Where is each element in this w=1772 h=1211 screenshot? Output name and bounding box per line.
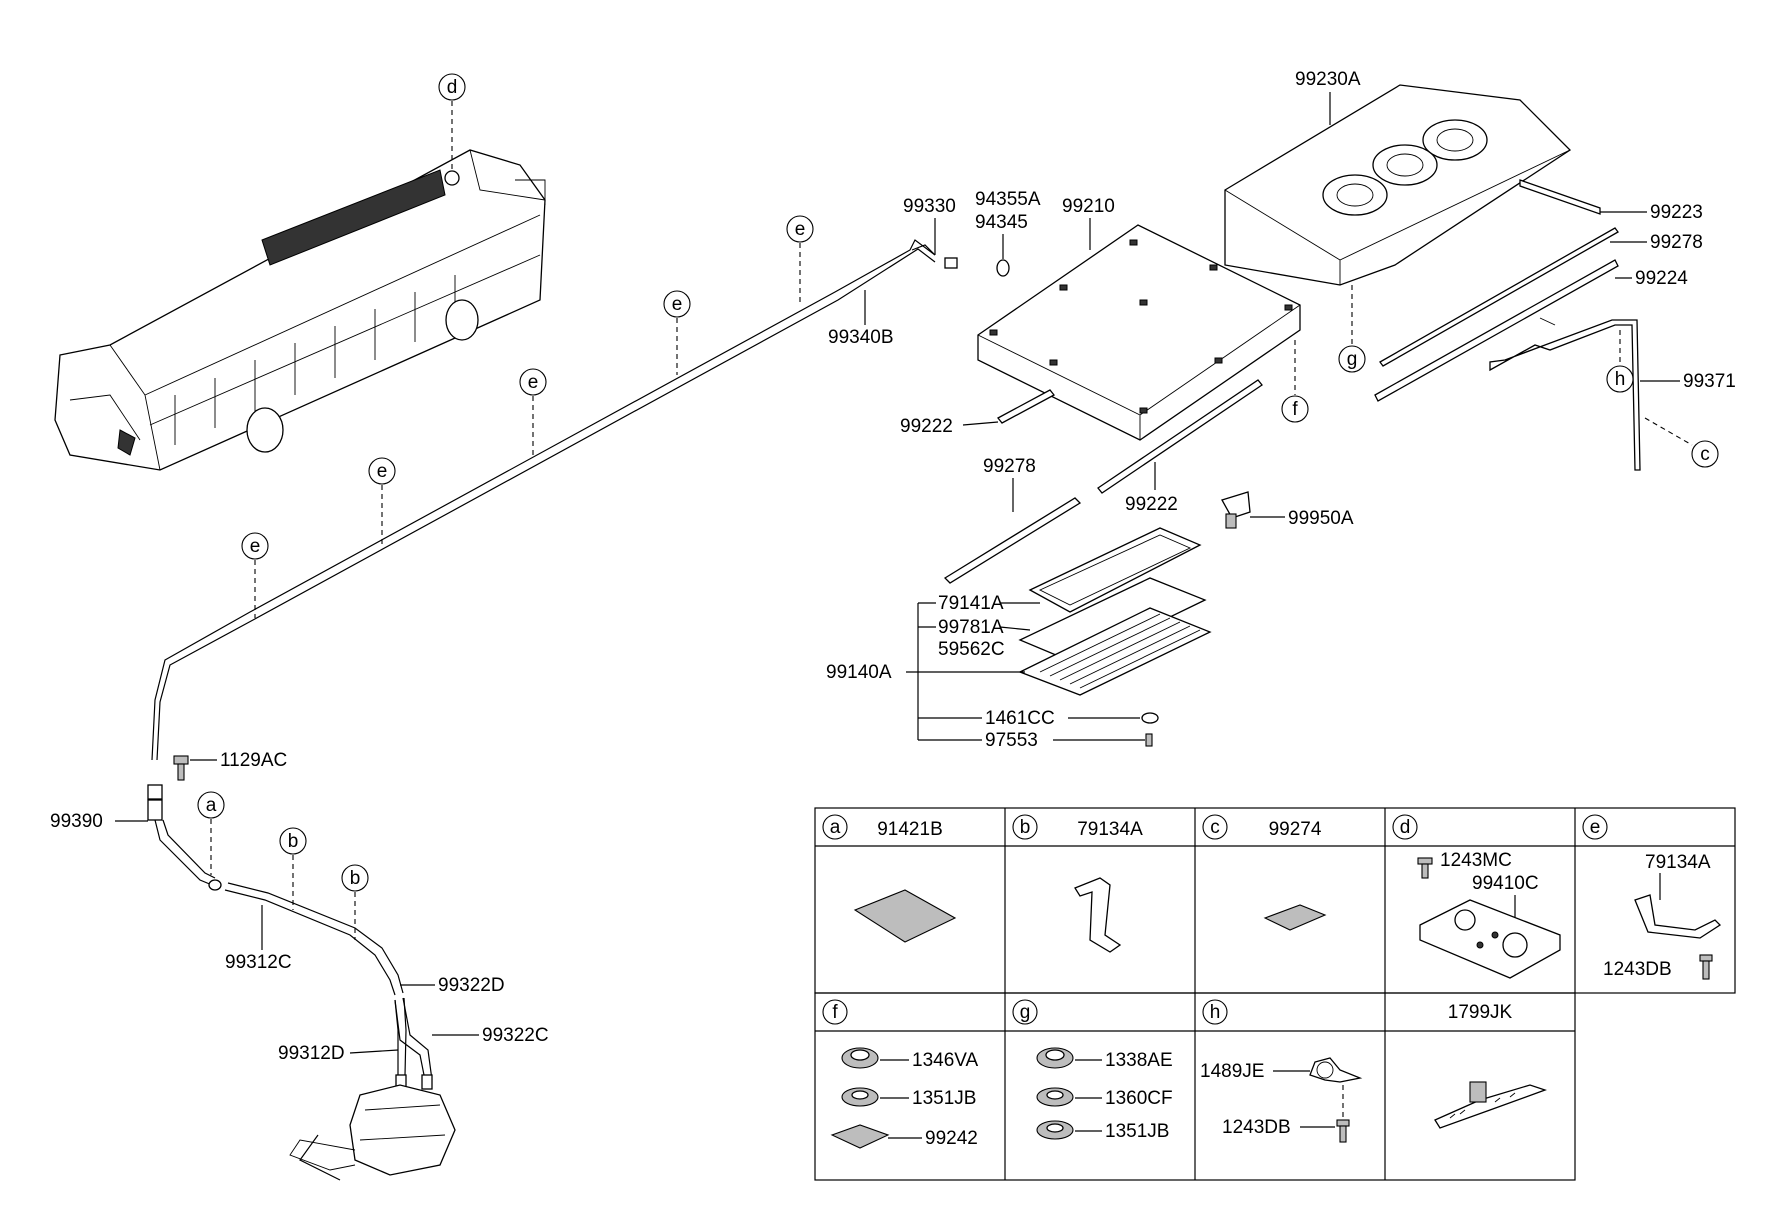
svg-text:g: g: [1347, 349, 1358, 370]
svg-text:b: b: [350, 868, 361, 889]
label-99322D: 99322D: [438, 975, 505, 996]
legend-cell-h: h 1489JE 1243DB: [1200, 999, 1363, 1143]
label-99210: 99210: [1062, 196, 1115, 217]
legend-cell-e: e 79134A 1243DB: [1582, 814, 1722, 980]
svg-text:a: a: [206, 795, 217, 816]
svg-text:99410C: 99410C: [1472, 873, 1539, 894]
label-94345: 94345: [975, 212, 1028, 233]
ref-g: [1338, 345, 1366, 373]
svg-text:1799JK: 1799JK: [1448, 1002, 1513, 1023]
svg-text:79134A: 79134A: [1077, 819, 1143, 840]
label-99223: 99223: [1650, 202, 1703, 223]
label-99224: 99224: [1635, 268, 1688, 289]
svg-text:1243DB: 1243DB: [1222, 1117, 1291, 1138]
svg-text:e: e: [250, 536, 261, 557]
label-1461CC: 1461CC: [985, 708, 1055, 729]
svg-text:1243DB: 1243DB: [1603, 959, 1672, 980]
svg-text:99242: 99242: [925, 1128, 978, 1149]
ref-c: [1691, 440, 1719, 468]
refrigerant-pipe: [151, 239, 958, 761]
svg-text:e: e: [1590, 817, 1601, 838]
ref-b-2: [341, 864, 369, 892]
legend-table: [814, 807, 1736, 1181]
label-99278-top: 99278: [1650, 232, 1703, 253]
label-99371: 99371: [1683, 371, 1736, 392]
label-79141A: 79141A: [938, 593, 1004, 614]
legend-cell-f: f 1346VA 1351JB 99242: [822, 999, 979, 1149]
svg-text:99274: 99274: [1269, 819, 1322, 840]
label-99340B: 99340B: [828, 327, 894, 348]
svg-text:1489JE: 1489JE: [1200, 1061, 1264, 1082]
label-59562C: 59562C: [938, 639, 1005, 660]
svg-text:h: h: [1210, 1002, 1221, 1023]
svg-text:1346VA: 1346VA: [912, 1050, 979, 1071]
legend-cell-c: c 99274: [1202, 814, 1327, 931]
legend-cell-g: g 1338AE 1360CF 1351JB: [1012, 999, 1173, 1142]
ref-b-1: [279, 827, 307, 855]
svg-text:g: g: [1020, 1002, 1031, 1023]
label-99781A: 99781A: [938, 617, 1004, 638]
legend-cell-d: d 1243MC 99410C: [1392, 814, 1561, 979]
label-1129AC: 1129AC: [220, 750, 287, 771]
svg-text:e: e: [795, 219, 806, 240]
svg-text:d: d: [1400, 817, 1411, 838]
ref-f: [1281, 395, 1309, 423]
ref-letter: d: [447, 77, 458, 98]
legend-cell-a: a 91421B: [822, 814, 957, 943]
label-99222-b: 99222: [1125, 494, 1178, 515]
label-97553: 97553: [985, 730, 1038, 751]
label-99278-mid: 99278: [983, 456, 1036, 477]
svg-text:79134A: 79134A: [1645, 852, 1711, 873]
svg-text:1351JB: 1351JB: [1105, 1121, 1169, 1142]
svg-text:e: e: [377, 461, 388, 482]
label-99222-a: 99222: [900, 416, 953, 437]
svg-text:1351JB: 1351JB: [912, 1088, 976, 1109]
svg-text:e: e: [528, 372, 539, 393]
label-99230A: 99230A: [1295, 69, 1361, 90]
legend-cell-1799JK: 1799JK: [1434, 1002, 1547, 1129]
svg-text:e: e: [672, 294, 683, 315]
svg-text:h: h: [1615, 369, 1626, 390]
svg-text:1360CF: 1360CF: [1105, 1088, 1173, 1109]
bus-illustration: [54, 149, 546, 471]
label-99330: 99330: [903, 196, 956, 217]
svg-text:b: b: [1020, 817, 1031, 838]
svg-text:91421B: 91421B: [877, 819, 943, 840]
svg-text:c: c: [1700, 444, 1710, 465]
label-94355A: 94355A: [975, 189, 1041, 210]
svg-text:f: f: [1292, 399, 1298, 420]
svg-text:f: f: [832, 1002, 838, 1023]
svg-text:c: c: [1210, 817, 1220, 838]
label-99390: 99390: [50, 811, 103, 832]
ref-a: [197, 791, 225, 819]
legend-cell-b: b 79134A: [1012, 814, 1143, 953]
ref-h: [1606, 365, 1634, 393]
ref-e-group: e e e e e: [241, 215, 814, 618]
svg-text:a: a: [830, 817, 841, 838]
label-99322C: 99322C: [482, 1025, 549, 1046]
roof-cover: [1224, 84, 1572, 286]
label-99312C: 99312C: [225, 952, 292, 973]
label-99312D: 99312D: [278, 1043, 345, 1064]
svg-text:1243MC: 1243MC: [1440, 850, 1512, 871]
compressor-piping: [147, 784, 456, 1181]
label-99950A: 99950A: [1288, 508, 1354, 529]
ref-d-bus: [438, 73, 466, 101]
label-99140A: 99140A: [826, 662, 892, 683]
svg-text:b: b: [288, 831, 299, 852]
svg-text:1338AE: 1338AE: [1105, 1050, 1173, 1071]
grille-assembly: [1018, 527, 1212, 696]
evaporator-unit: [977, 224, 1301, 441]
